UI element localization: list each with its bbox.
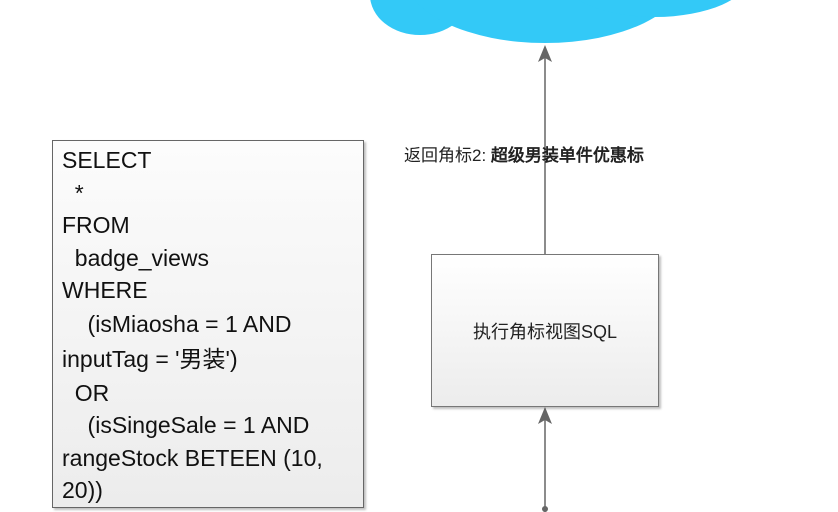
edge-label-value: 超级男装单件优惠标: [490, 146, 644, 165]
sql-line: 20)): [62, 477, 103, 503]
sql-line: SELECT: [62, 147, 152, 173]
sql-query-box: SELECT * FROM badge_views WHERE (isMiaos…: [52, 140, 364, 508]
process-label: 执行角标视图SQL: [472, 321, 618, 342]
sql-line: (isSingeSale = 1 AND: [62, 412, 310, 438]
sql-line: *: [62, 179, 84, 206]
arrow-to-cloud: [538, 45, 552, 254]
edge-label-prefix: 返回角标2:: [404, 146, 491, 165]
sql-line: (isMiaosha = 1 AND: [62, 310, 292, 337]
edge-label-return-badge: 返回角标2: 超级男装单件优惠标: [404, 141, 644, 166]
sql-line: badge_views: [62, 244, 210, 271]
sql-line: OR: [62, 379, 110, 406]
cloud-shape: [370, 0, 732, 43]
sql-line: rangeStock BETEEN (10,: [62, 444, 323, 471]
sql-line: inputTag = '男装'): [62, 345, 238, 372]
sql-line: WHERE: [62, 277, 148, 303]
arrow-to-process: [538, 407, 552, 512]
process-box-execute-sql: 执行角标视图SQL: [431, 254, 659, 407]
sql-line: FROM: [62, 212, 130, 238]
